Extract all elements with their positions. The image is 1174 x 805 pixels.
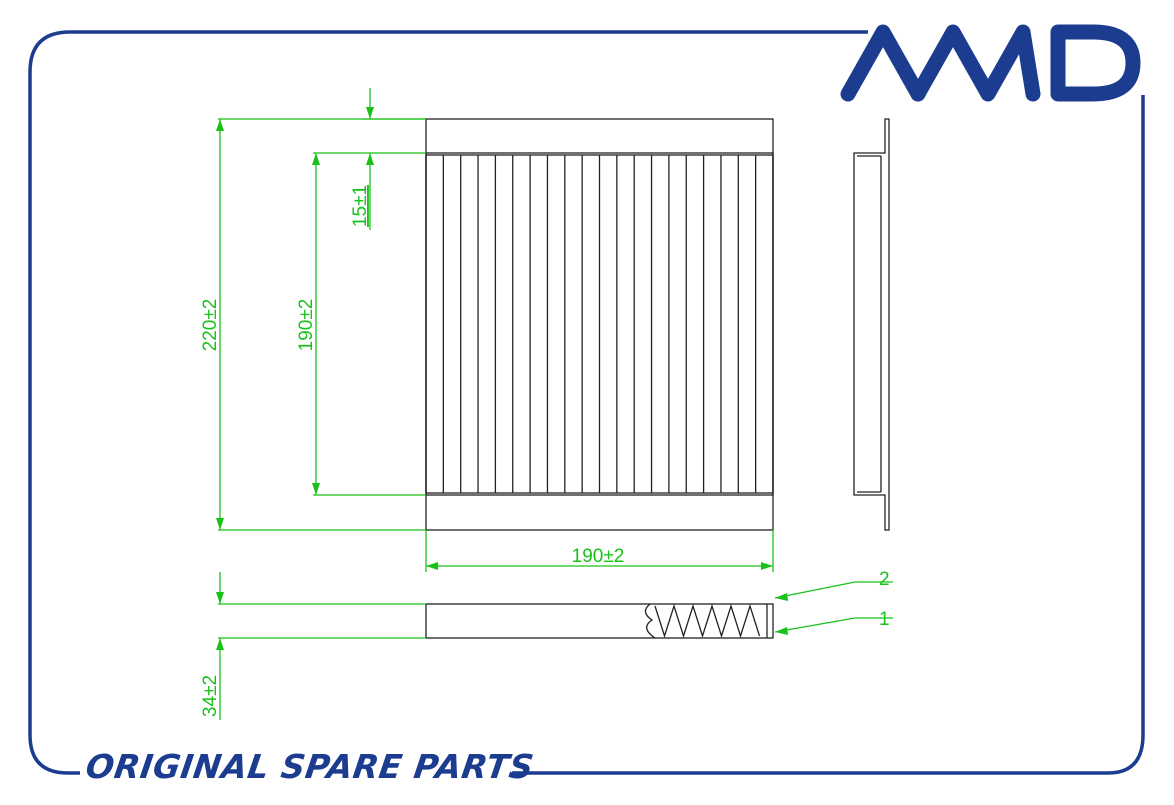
amd-logo bbox=[840, 24, 1141, 102]
dim-core-height: 190±2 bbox=[296, 299, 317, 352]
front-view bbox=[425, 118, 774, 531]
dimension-lines bbox=[218, 88, 893, 720]
callout-1: 1 bbox=[879, 609, 890, 630]
dim-thickness: 34±2 bbox=[200, 675, 221, 717]
side-view bbox=[853, 118, 890, 531]
arrowheads bbox=[216, 107, 788, 650]
pleat-lines bbox=[442, 155, 757, 493]
dim-frame-offset: 15±1 bbox=[350, 185, 371, 227]
tagline: ORIGINAL SPARE PARTS bbox=[83, 747, 537, 786]
section-view bbox=[425, 603, 774, 639]
callout-2: 2 bbox=[879, 569, 890, 590]
dim-overall-height: 220±2 bbox=[200, 299, 221, 352]
outer-frame bbox=[28, 30, 1145, 775]
dim-width: 190±2 bbox=[572, 546, 625, 567]
pleat-zigzag bbox=[654, 603, 761, 639]
